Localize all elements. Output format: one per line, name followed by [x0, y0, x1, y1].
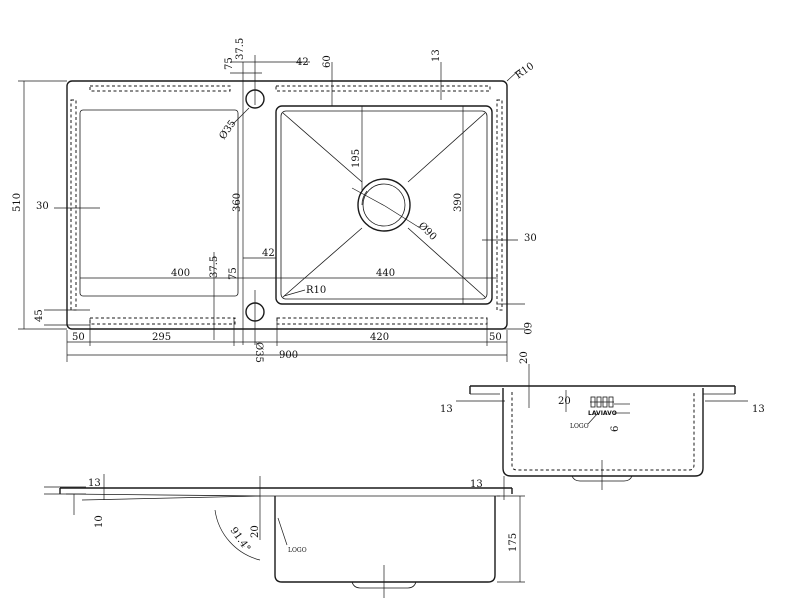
- dim-bottom-60: 60: [521, 322, 532, 335]
- dim-side-right: 30: [524, 233, 537, 244]
- logo-label-side: LOGO: [288, 547, 307, 554]
- dim-side-10: 10: [94, 515, 105, 528]
- dim-hole-bot-42: 42: [262, 248, 275, 259]
- rim-dash-bottom-right: [276, 317, 488, 325]
- dim-section-right-13: 13: [752, 404, 765, 415]
- dim-hole-bot-37-5: 37.5: [209, 256, 220, 278]
- dim-hole-lower-dia: Ø35: [253, 342, 264, 363]
- drainboard-area: [79, 109, 239, 297]
- dim-section-left-13: 13: [440, 404, 453, 415]
- rim-dash-top-left: [89, 85, 231, 92]
- bowl-diagonal-2: [407, 112, 486, 183]
- bowl-diagonal-4: [407, 227, 486, 298]
- dim-logo-6: 6: [610, 426, 621, 432]
- dim-side-depth-175: 175: [508, 533, 519, 552]
- dim-side-angle: 91.4°: [228, 525, 253, 554]
- top-view: 900 50 295 420 50 510 400 440 390 195 36…: [12, 38, 537, 363]
- dim-top-60: 60: [322, 55, 333, 68]
- dim-corner-radius-bowl: R10: [306, 285, 326, 296]
- dim-overall-depth: 510: [12, 193, 23, 212]
- dim-hole-spacing: 360: [232, 193, 243, 212]
- dim-bottom-45: 45: [34, 309, 45, 322]
- bowl-outer: [275, 105, 493, 305]
- drain-inner-icon: [362, 183, 406, 227]
- drain-icon: [357, 178, 411, 232]
- rim-dash-bottom-left: [89, 317, 236, 325]
- sink-outline: [66, 80, 508, 330]
- dim-section-top-20: 20: [519, 351, 530, 364]
- dim-side-top-13-right: 13: [470, 479, 483, 490]
- dim-logo-20: 20: [558, 396, 571, 407]
- dim-hole-top-75: 75: [224, 57, 235, 70]
- brand-text: LAVIAVO: [588, 410, 617, 417]
- side-view: 13 10 13 20 91.4° LOGO 175: [44, 474, 525, 598]
- rim-dash-top-right: [275, 85, 491, 92]
- bowl-diagonal-3: [282, 227, 363, 298]
- dim-bowl-depth: 390: [453, 193, 464, 212]
- dim-drainboard: 400: [171, 268, 190, 279]
- dim-edge-right: 50: [489, 332, 502, 343]
- bowl-diagonal-1: [282, 112, 363, 183]
- dim-bowl-inner: 440: [376, 268, 395, 279]
- dim-drain-offset: 195: [351, 149, 362, 168]
- section-view: 20 13 13 20 LAVIAVO 6 LOGO: [440, 351, 765, 490]
- rim-dash-right: [496, 99, 503, 311]
- section-bowl-outline: [502, 388, 704, 477]
- side-bowl-outline: [274, 496, 496, 583]
- dim-overall-width: 900: [279, 350, 298, 361]
- dim-board-width: 295: [152, 332, 171, 343]
- bowl-inner: [280, 110, 488, 300]
- dim-hole-bot-75: 75: [228, 267, 239, 280]
- dim-side-left: 30: [36, 201, 49, 212]
- dim-side-depth-20: 20: [250, 525, 261, 538]
- dim-top-13: 13: [431, 49, 442, 62]
- logo-icon: [590, 396, 614, 408]
- dim-corner-radius-top: R10: [513, 61, 536, 82]
- rim-dash-left: [70, 99, 77, 311]
- dim-hole-top-37-5: 37.5: [235, 38, 246, 60]
- dim-drain-dia: Ø90: [416, 220, 439, 243]
- dim-side-top-13-left: 13: [88, 478, 101, 489]
- dim-bowl-width: 420: [370, 332, 389, 343]
- dim-edge-left: 50: [72, 332, 85, 343]
- logo-label-section: LOGO: [570, 423, 589, 430]
- dim-hole-top-42: 42: [296, 57, 309, 68]
